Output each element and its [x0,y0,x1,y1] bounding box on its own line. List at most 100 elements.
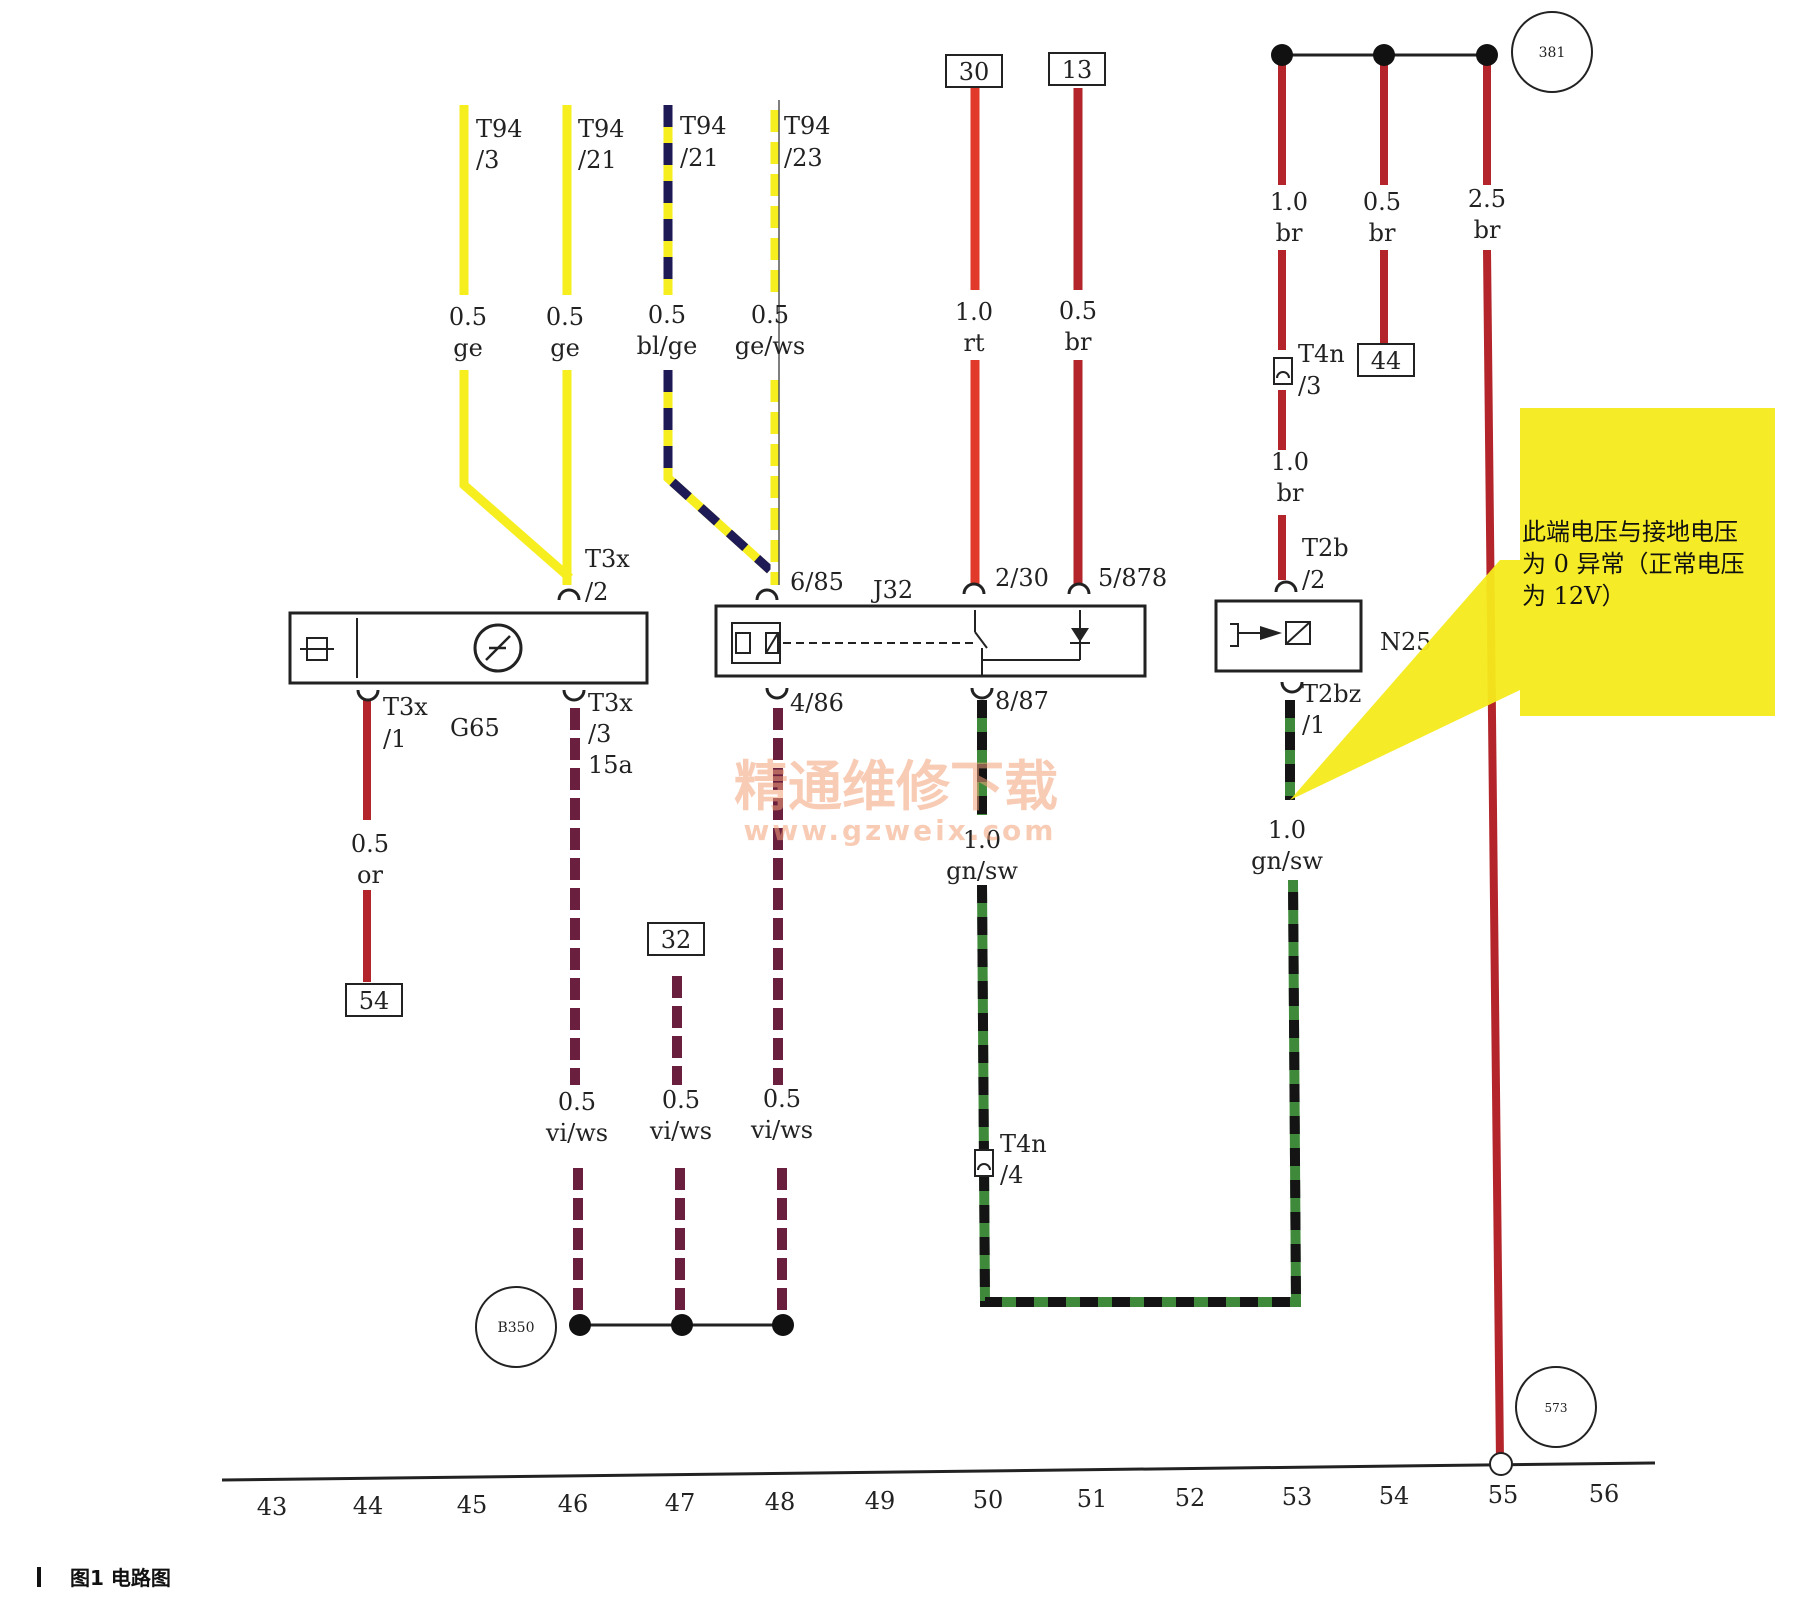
wire-size: 0.5 [751,301,789,329]
terminal-box-44: 44 [1357,343,1415,377]
pin-name: T94 [784,112,831,140]
connector-pins [356,580,1304,702]
watermark: 精通维修下载 www.gzweix.com [734,755,1058,847]
pin-number: /1 [1302,711,1325,739]
pin-label-t2b-2: T2b /2 [1302,534,1349,594]
terminal-30-label: 30 [959,58,990,86]
component-n25 [1214,599,1363,673]
pin-name: T4n [1000,1130,1047,1158]
wire-color: br [1276,219,1303,247]
wire-size: 1.0 [963,826,1001,854]
terminal-box-32: 32 [647,922,705,956]
wire-color: gn/sw [946,857,1018,885]
component-label-g65: G65 [450,714,500,742]
pin-label-t3x-3: T3x /3 15a [588,689,633,779]
wire-t94-3-ge [459,105,573,582]
junction-dot [1271,44,1293,66]
pin-label-8-87: 8/87 [995,687,1049,715]
terminal-box-54: 54 [345,983,403,1017]
pin-number: /21 [680,144,719,172]
terminal-13-label: 13 [1062,56,1093,84]
callout-line-3: 为 12V） [1522,582,1626,610]
ground-381-label: 381 [1539,45,1566,61]
terminal-32-label: 32 [661,926,692,954]
wire-size: 0.5 [449,303,487,331]
pin-label-t2bz-1: T2bz /1 [1302,680,1361,739]
ruler-number: 54 [1379,1482,1410,1510]
pin-number: /3 [1298,372,1321,400]
wire-gn-sw-loop [977,700,1302,1307]
pin-label-4-86: 4/86 [790,689,844,717]
ruler-line [221,1461,1656,1482]
wire-size: 0.5 [1363,188,1401,216]
pin-label-t4n-3: T4n /3 [1298,340,1345,400]
wire-size: 1.0 [955,298,993,326]
pin-number: /1 [383,725,406,753]
watermark-title: 精通维修下载 [734,755,1058,818]
ruler-number: 49 [865,1487,896,1515]
annotation-callout: 此端电压与接地电压 为 0 异常（正常电压 为 12V） [1290,408,1775,800]
wire-color: rt [963,329,984,357]
pin-name: T2bz [1302,680,1361,708]
component-label-j32: J32 [870,576,913,604]
inline-connector-t4n-3 [1273,357,1293,385]
pin-number: /2 [585,578,608,606]
wire-color: vi/ws [545,1119,608,1147]
pin-label-t94-21b: T94 /21 [680,112,727,172]
terminal-44-label: 44 [1371,347,1402,375]
wire-color: br [1369,219,1396,247]
ground-573-label: 573 [1545,1401,1568,1415]
inline-connector-t4n-4 [974,1149,994,1177]
callout-line-2: 为 0 异常（正常电压 [1522,550,1745,578]
pin-name: T94 [578,115,625,143]
wire-color: br [1065,328,1092,356]
wire-size: 0.5 [648,301,686,329]
junction-dot [1373,44,1395,66]
wire-t94-21-bl-ge [663,105,774,574]
pin-number: /3 [588,720,611,748]
figure-caption: 图1 电路图 [37,1566,171,1590]
caption-text: 图1 电路图 [70,1566,171,1590]
terminal-54-label: 54 [359,987,390,1015]
wire-size: 0.5 [546,303,584,331]
pin-name: T94 [476,115,523,143]
component-g65 [288,611,649,685]
pin-label-t94-23: T94 /23 [784,112,831,172]
ruler-number: 52 [1175,1484,1206,1512]
ruler-number: 44 [353,1492,384,1520]
ruler-number: 50 [973,1486,1004,1514]
terminal-box-13: 13 [1048,52,1106,86]
watermark-url: www.gzweix.com [744,814,1057,847]
pin-number: /21 [578,146,617,174]
ruler-number: 45 [457,1491,488,1519]
pin-extra: 15a [588,751,633,779]
wire-size: 0.5 [351,830,389,858]
terminal-box-30: 30 [945,54,1003,88]
wire-size: 0.5 [558,1088,596,1116]
pin-number: /23 [784,144,823,172]
ruler-number: 53 [1282,1483,1313,1511]
ground-point-b350: B350 [475,1286,557,1368]
pin-name: T3x [585,545,630,573]
pin-label-t4n-4: T4n /4 [1000,1130,1047,1189]
wire-color: bl/ge [637,332,698,360]
ruler-number: 48 [765,1488,796,1516]
wire-size: 0.5 [662,1086,700,1114]
wire-color: vi/ws [649,1117,712,1145]
ruler-junction [1489,1452,1513,1476]
ruler-number: 51 [1077,1485,1108,1513]
pin-name: T3x [588,689,633,717]
pin-number: /4 [1000,1161,1023,1189]
junction-dot [772,1314,794,1336]
junction-dot [569,1314,591,1336]
pin-name: T3x [383,693,428,721]
junction-dot [1476,44,1498,66]
pin-label-2-30: 2/30 [995,564,1049,592]
wire-size: 0.5 [763,1085,801,1113]
wire-color: or [357,861,383,889]
pin-label-t94-21a: T94 /21 [578,115,625,174]
wire-size: 1.0 [1268,816,1306,844]
wire-color: vi/ws [750,1116,813,1144]
pin-number: /3 [476,146,499,174]
